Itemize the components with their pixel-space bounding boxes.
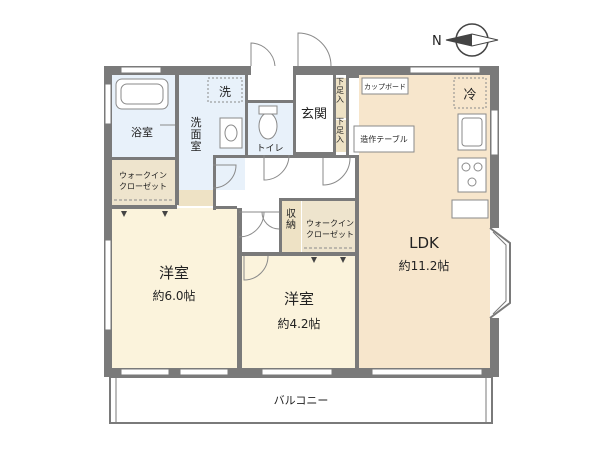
wall-wash-right — [245, 75, 248, 155]
shoebox-1-label: 下足入 — [336, 77, 344, 104]
window-right — [490, 109, 499, 156]
ldk-name: LDK — [409, 234, 440, 252]
bay-window — [489, 227, 511, 319]
compass: N — [432, 23, 499, 57]
ldk-size: 約11.2帖 — [399, 258, 450, 273]
washroom-storage-floor — [178, 190, 213, 206]
washer-space — [207, 77, 243, 103]
wall-entrance-bottom — [296, 152, 336, 155]
wall-bath-wash — [175, 75, 179, 205]
storage-floor — [281, 200, 301, 254]
fridge-label: 冷 — [463, 88, 476, 103]
stove — [457, 157, 487, 193]
bathroom-name: 浴室 — [131, 125, 153, 139]
wall-bath-closet — [112, 157, 175, 160]
wall-ldk-left-upper — [346, 75, 359, 78]
walk-in-closet-1-label: ウォークインクローゼット — [119, 171, 167, 191]
western-room-2-name: 洋室 — [284, 290, 314, 308]
windows-top — [120, 66, 481, 74]
wall-storage-left — [279, 198, 282, 254]
shoebox-1-floor — [334, 78, 346, 118]
western-room-1-size: 約6.0帖 — [152, 288, 195, 303]
wash-basin — [219, 117, 243, 149]
wall-shoebox-left — [333, 75, 336, 155]
walk-in-closet-1-floor — [112, 160, 175, 205]
shoebox-2-label: 下足入 — [336, 117, 344, 144]
built-in-table-label: 造作テーブル — [360, 134, 408, 144]
wall-hall-top — [213, 155, 355, 158]
walk-in-closet-2-floor — [302, 200, 357, 254]
washer-label: 洗 — [219, 85, 231, 99]
built-in-table — [353, 125, 415, 153]
wall-hall-left — [213, 155, 216, 210]
washroom-name: 洗面室 — [191, 116, 202, 153]
closet-arrows — [121, 211, 346, 263]
shoebox-2-floor — [334, 120, 346, 152]
wall-western1-top — [213, 206, 237, 209]
wall-western2-top — [242, 252, 355, 256]
wall-top-left — [104, 66, 251, 75]
entrance-name: 玄関 — [301, 107, 327, 122]
cupboard-label: カップボード — [364, 83, 406, 91]
western-room-1-floor — [112, 208, 237, 368]
wall-western1-right — [237, 208, 242, 368]
kitchen-counter — [451, 199, 489, 219]
balcony-name: バルコニー — [274, 394, 329, 407]
compass-north-label: N — [432, 34, 442, 49]
wall-toilet-right — [293, 75, 296, 155]
western-room-2-size: 約4.2帖 — [277, 316, 320, 331]
walk-in-closet-2-label: ウォークインクローゼット — [306, 219, 354, 239]
kitchen-sink — [457, 113, 487, 151]
windows-left — [104, 83, 112, 331]
western-room-1-name: 洋室 — [159, 264, 189, 282]
wall-closet1-bottom — [112, 205, 177, 209]
toilet-bowl-icon — [258, 112, 278, 140]
wall-toilet-top — [248, 100, 295, 103]
bathtub — [115, 78, 169, 110]
cupboard — [361, 77, 409, 95]
western-room-2-floor — [242, 254, 357, 368]
storage-label: 収納 — [286, 208, 296, 231]
closet-rods — [114, 199, 354, 249]
doors — [160, 32, 351, 281]
wall-right-bottom — [490, 318, 499, 377]
fridge-space — [453, 77, 487, 109]
wall-ldk-left-top — [346, 75, 349, 155]
wall-left — [104, 66, 112, 377]
toilet-name: トイレ — [256, 144, 283, 154]
windows-bottom — [120, 368, 483, 376]
balcony-area — [109, 376, 493, 424]
wall-top-entrance — [293, 66, 359, 75]
wall-closet2-top — [281, 198, 355, 201]
wall-ldk-left — [355, 155, 359, 368]
